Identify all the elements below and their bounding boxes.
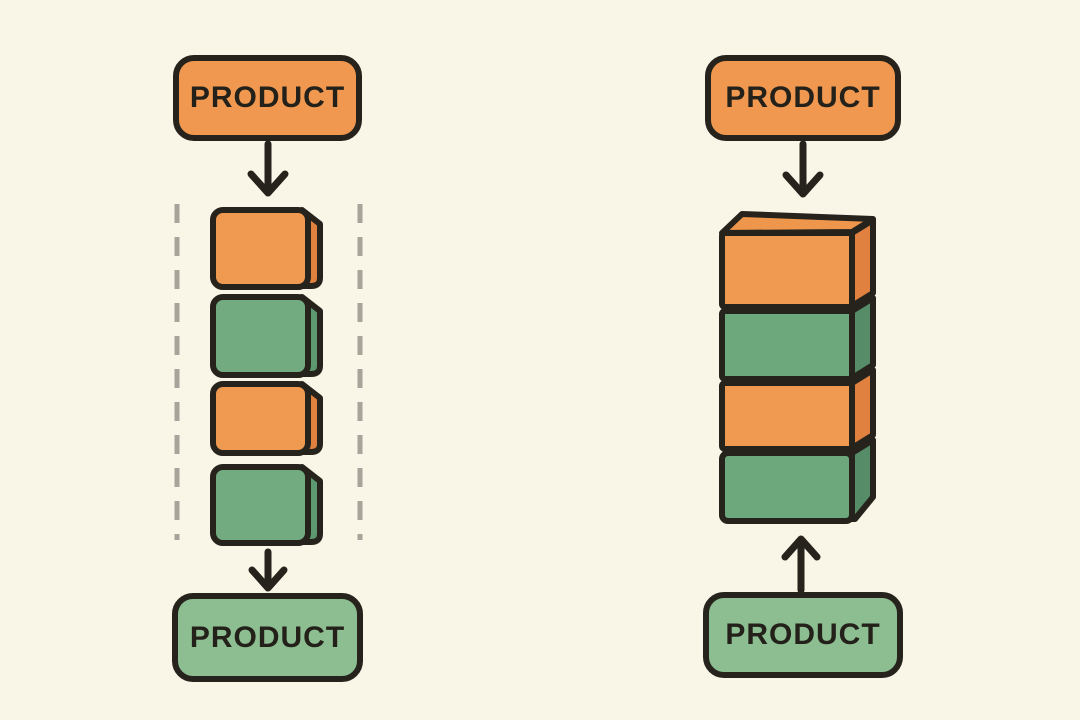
left-part-2-face <box>210 294 311 378</box>
right-result-product-box: PRODUCT <box>703 592 903 678</box>
stack-layer-3-side <box>849 367 876 451</box>
right-arrow-top-head <box>782 171 824 198</box>
left-arrow-bottom-head <box>248 566 288 592</box>
left-part-2 <box>210 294 323 378</box>
right-result-product-label: PRODUCT <box>725 618 881 651</box>
left-arrow-top <box>247 140 289 197</box>
left-part-4-face <box>210 464 311 546</box>
left-arrow-top-head <box>247 170 289 197</box>
stack-layer-2-face <box>719 308 855 382</box>
stack-layer-4 <box>719 437 876 524</box>
stack-layer-4-side <box>849 437 876 522</box>
stack-layer-1-face <box>719 230 855 310</box>
left-result-product-label: PRODUCT <box>189 620 346 654</box>
right-arrow-up <box>781 535 821 594</box>
stack-layer-2-side <box>849 295 876 381</box>
right-arrow-up-head <box>781 535 821 561</box>
left-result-product-box: PRODUCT <box>172 593 363 682</box>
left-flow-graphics <box>174 140 363 592</box>
right-source-product-box: PRODUCT <box>705 55 901 141</box>
stack-layer-1-side <box>849 217 876 309</box>
left-source-product-label: PRODUCT <box>189 81 346 114</box>
right-flow-graphics <box>719 140 876 594</box>
right-source-product-label: PRODUCT <box>725 81 881 114</box>
left-part-3 <box>210 381 323 456</box>
stack-layer-2 <box>719 295 876 382</box>
right-arrow-top <box>782 140 824 198</box>
stack-layer-3 <box>719 367 876 452</box>
left-part-1-face <box>210 207 311 290</box>
left-arrow-bottom <box>248 548 288 592</box>
left-source-product-box: PRODUCT <box>173 55 362 141</box>
stack-layer-3-face <box>719 380 855 452</box>
stack-layer-4-face <box>719 450 855 524</box>
stack-layer-1 <box>719 217 876 310</box>
left-part-3-face <box>210 381 311 456</box>
left-part-4 <box>210 464 323 546</box>
left-part-1 <box>210 207 323 290</box>
